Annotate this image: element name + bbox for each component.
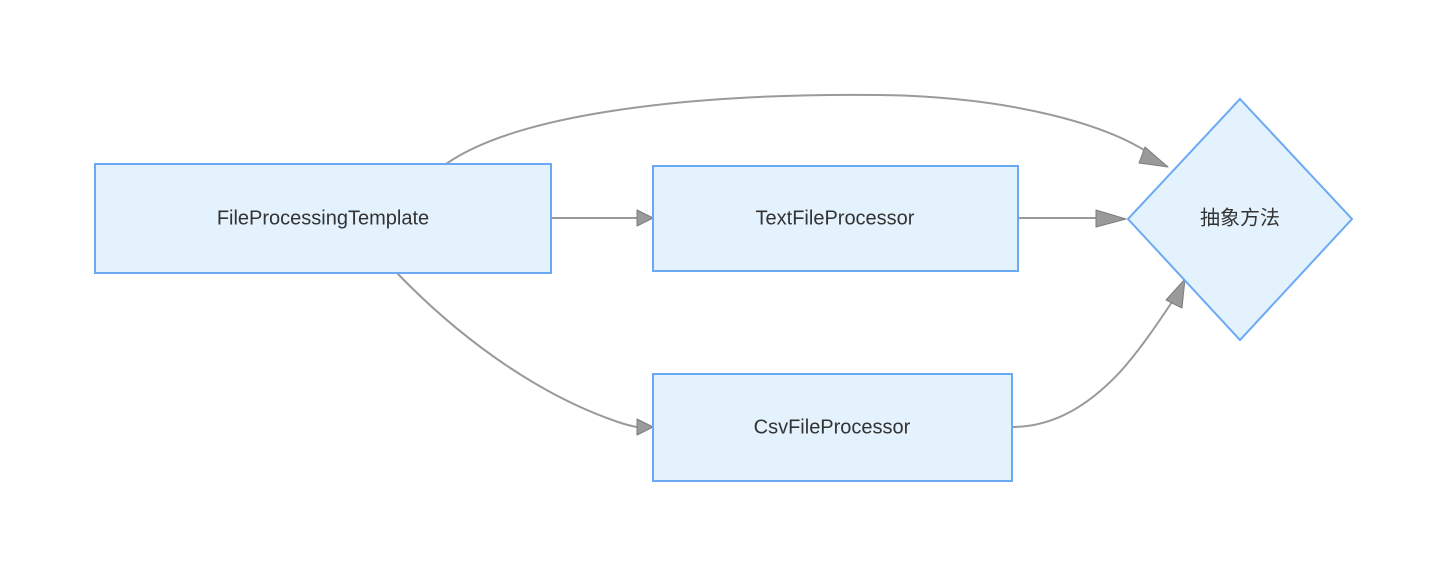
edge-template-to-abstract bbox=[445, 93, 1169, 168]
edge-csv-to-abstract bbox=[1011, 278, 1186, 428]
edge-text-to-abstract-arrowhead bbox=[1095, 209, 1127, 228]
node-csv-file-processor-box[interactable] bbox=[652, 373, 1013, 482]
edge-template-to-abstract-line bbox=[445, 93, 1157, 165]
node-text-file-processor[interactable]: TextFileProcessor bbox=[652, 165, 1019, 272]
node-text-file-processor-label: TextFileProcessor bbox=[756, 207, 915, 229]
node-file-processing-template-box[interactable] bbox=[94, 163, 552, 274]
edge-template-to-text-arrowhead bbox=[636, 209, 654, 227]
node-abstract-method-label: 抽象方法 bbox=[1200, 206, 1280, 229]
edge-text-to-abstract bbox=[1017, 209, 1127, 228]
edge-csv-to-abstract-line bbox=[1011, 295, 1177, 428]
edge-template-to-csv-line bbox=[397, 273, 638, 428]
edge-template-to-text bbox=[550, 209, 654, 227]
edge-template-to-csv-arrowhead bbox=[636, 418, 654, 436]
node-abstract-method[interactable]: 抽象方法 bbox=[1126, 97, 1354, 342]
node-abstract-method-diamond[interactable] bbox=[1126, 97, 1354, 342]
node-file-processing-template[interactable]: FileProcessingTemplate bbox=[94, 163, 552, 274]
node-text-file-processor-box[interactable] bbox=[652, 165, 1019, 272]
edge-csv-to-abstract-arrowhead bbox=[1165, 278, 1186, 309]
node-csv-file-processor[interactable]: CsvFileProcessor bbox=[652, 373, 1013, 482]
edge-template-to-csv bbox=[397, 273, 654, 436]
edge-template-to-abstract-arrowhead bbox=[1138, 146, 1169, 168]
node-file-processing-template-label: FileProcessingTemplate bbox=[217, 207, 429, 229]
node-csv-file-processor-label: CsvFileProcessor bbox=[754, 416, 911, 438]
